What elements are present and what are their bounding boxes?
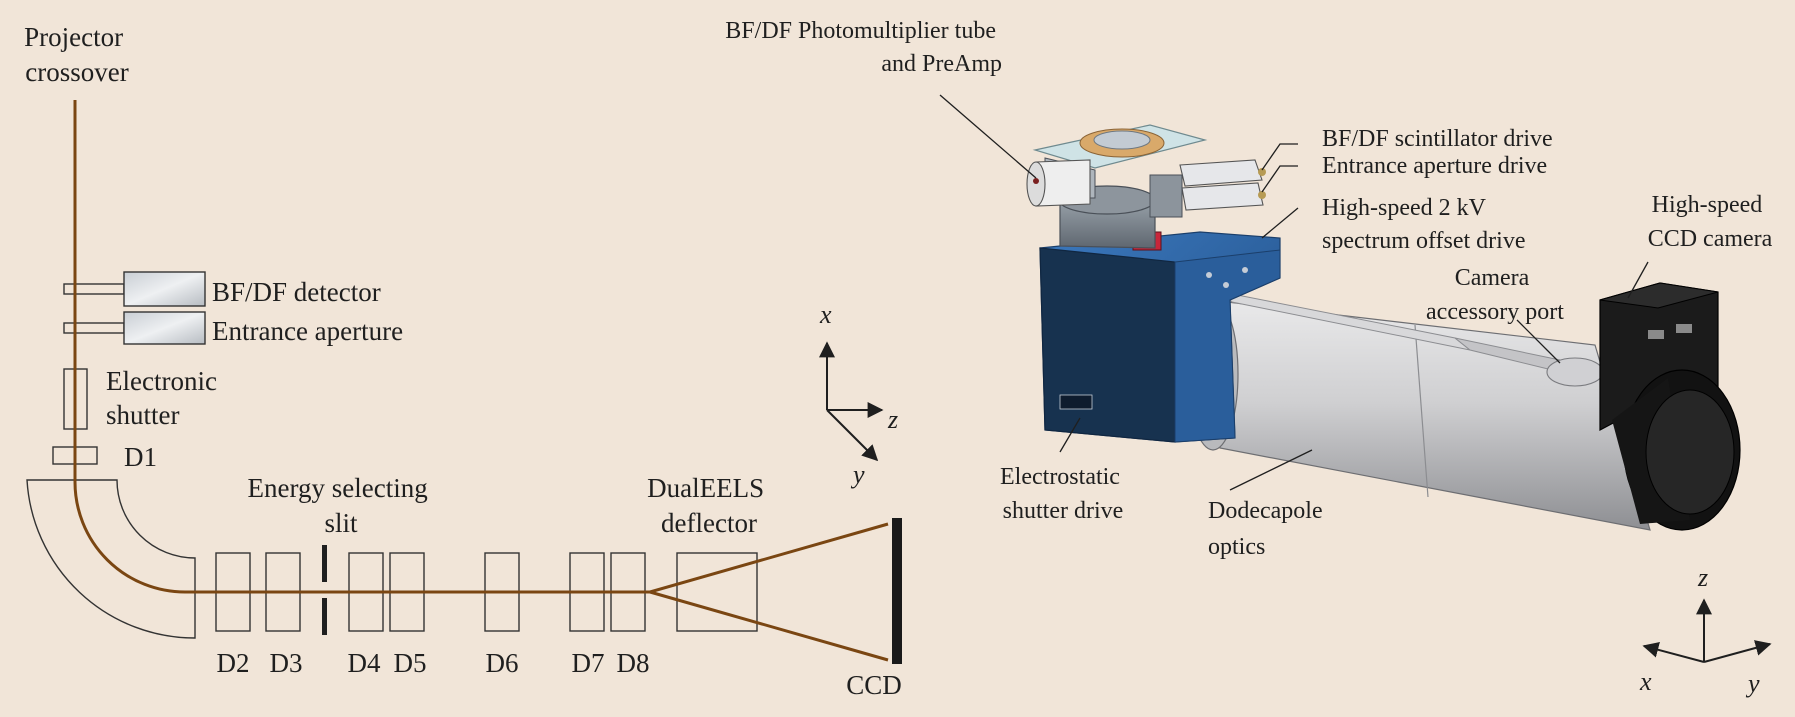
camera-line-1: High-speed [1652, 192, 1763, 218]
energy-slit-upper [322, 545, 327, 582]
shutter-line-1: Electronic [106, 366, 217, 396]
spectrometer-housing [1039, 231, 1281, 443]
dodecapole-label: Dodecapole optics [1208, 498, 1329, 560]
offset-drive-label: High-speed 2 kV spectrum offset drive [1322, 195, 1526, 254]
detector-chamber [1026, 124, 1266, 249]
d6-label: D6 [486, 648, 519, 678]
es-shutter-line-1: Electrostatic [1000, 464, 1120, 490]
dualeels-line-2: deflector [661, 508, 757, 538]
scint-drive-label: BF/DF scintillator drive [1322, 126, 1553, 152]
electron-beam [73, 100, 889, 662]
projector-line-2: crossover [25, 57, 128, 87]
eels-schematic: Projector crossover BF/DF detector Entra… [24, 22, 902, 700]
axis-left-x: x [819, 300, 832, 329]
ccd-detector [892, 518, 902, 664]
dodecapole-tube [1187, 291, 1651, 531]
ccd-label: CCD [846, 670, 902, 700]
axis-right-y: y [1745, 669, 1760, 698]
dodeca-line-1: Dodecapole [1208, 498, 1323, 524]
accessory-line-1: Camera [1455, 265, 1530, 291]
bfdf-detector-label: BF/DF detector [212, 277, 381, 307]
ccd-camera [1599, 282, 1741, 531]
dualeels-line-1: DualEELS [647, 473, 764, 503]
entrance-aperture-label: Entrance aperture [212, 316, 403, 346]
slit-label: Energy selecting slit [248, 473, 435, 538]
magnetic-prism [26, 479, 196, 639]
accessory-line-2: accessory port [1426, 299, 1564, 325]
dodeca-line-2: optics [1208, 534, 1265, 560]
energy-slit-lower [322, 598, 327, 635]
offset-line-2: spectrum offset drive [1322, 228, 1526, 254]
projector-line-1: Projector [24, 22, 123, 52]
es-shutter-line-2: shutter drive [1003, 498, 1124, 524]
slit-line-1: Energy selecting [248, 473, 428, 503]
d2-label: D2 [217, 648, 250, 678]
d1-label: D1 [124, 442, 157, 472]
camera-line-2: CCD camera [1648, 226, 1773, 252]
entrance-aperture-part [63, 311, 206, 345]
leader-lines [939, 94, 1649, 491]
pmt-label: BF/DF Photomultiplier tube and PreAmp [725, 18, 1002, 77]
axis-left-z: z [887, 405, 898, 434]
d8-label: D8 [617, 648, 650, 678]
bfdf-detector-part [63, 271, 206, 307]
ccd-camera-label: High-speed CCD camera [1648, 192, 1773, 252]
axis-left-y: y [850, 460, 865, 489]
axis-right-z: z [1697, 563, 1708, 592]
shutter-label: Electronic shutter [106, 366, 224, 430]
d3-label: D3 [270, 648, 303, 678]
pmt-line-2: and PreAmp [881, 51, 1002, 77]
es-shutter-label: Electrostatic shutter drive [1000, 464, 1126, 524]
pmt-line-1: BF/DF Photomultiplier tube [725, 18, 996, 44]
axes-right: z x y [1639, 563, 1772, 698]
dualeels-label: DualEELS deflector [647, 473, 771, 538]
axes-left: x z y [819, 300, 898, 489]
d4-label: D4 [348, 648, 381, 678]
slit-line-2: slit [324, 508, 358, 538]
shutter-line-2: shutter [106, 400, 180, 430]
d5-label: D5 [394, 648, 427, 678]
dualeels-deflector-part [676, 552, 758, 632]
axis-right-x: x [1639, 667, 1652, 696]
entrance-drive-label: Entrance aperture drive [1322, 153, 1547, 179]
d7-label: D7 [572, 648, 605, 678]
offset-line-1: High-speed 2 kV [1322, 195, 1487, 221]
projector-label: Projector crossover [24, 22, 130, 87]
accessory-port-label: Camera accessory port [1426, 265, 1564, 325]
hardware-render: BF/DF Photomultiplier tube and PreAmp BF… [725, 18, 1772, 560]
